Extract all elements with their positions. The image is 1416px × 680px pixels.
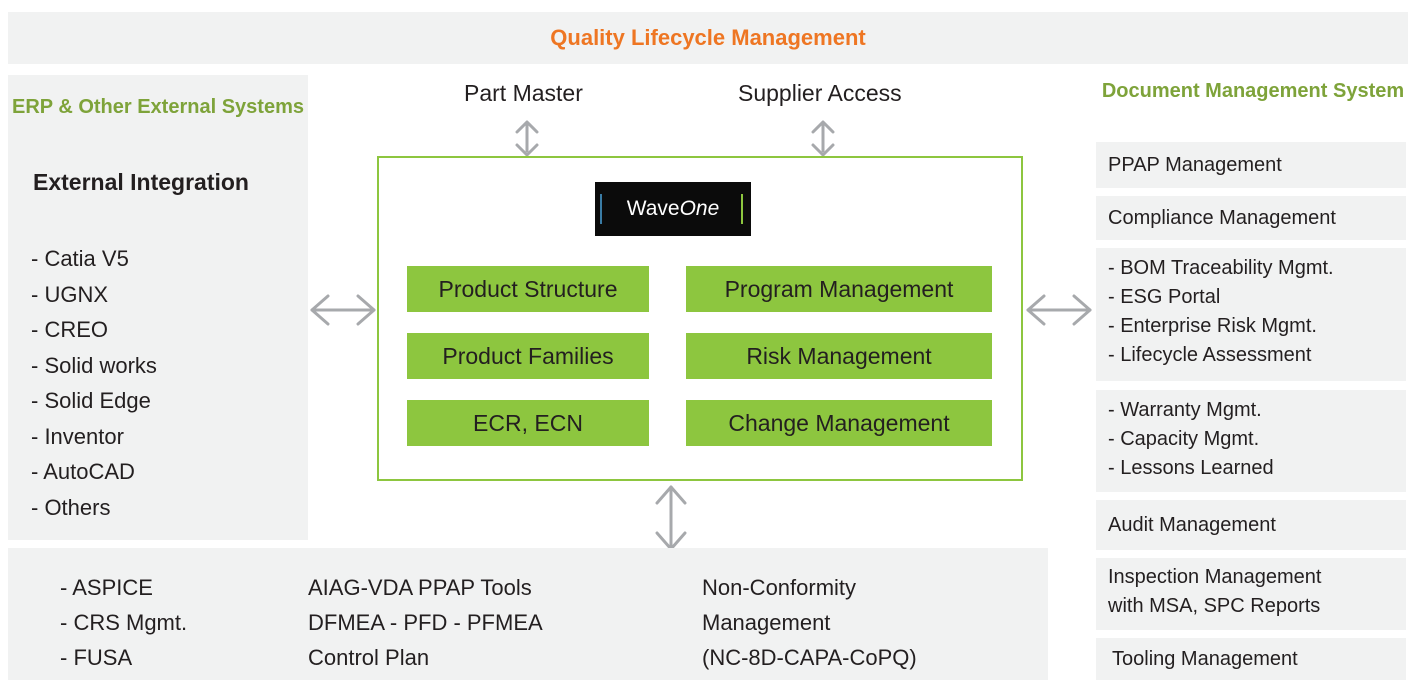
list-item: - Warranty Mgmt. [1108, 399, 1262, 421]
supplier-access-label: Supplier Access [738, 80, 902, 106]
list-item: - CREO [31, 317, 108, 342]
list-item: - Lessons Learned [1108, 457, 1274, 479]
non-conformity-list: Non-Conformity Management (NC-8D-CAPA-Co… [702, 570, 917, 675]
list-item: - Capacity Mgmt. [1108, 428, 1260, 450]
left-bidirectional-arrow-icon [310, 294, 376, 326]
logo-suffix: One [679, 197, 720, 220]
list-item: - Inventor [31, 423, 124, 449]
module-risk-management: Risk Management [686, 333, 992, 379]
tooling-management-label: Tooling Management [1112, 647, 1298, 670]
title-banner: Quality Lifecycle Management [8, 12, 1408, 64]
inspection-management-box: Inspection Management with MSA, SPC Repo… [1096, 558, 1406, 630]
standards-panel: - ASPICE - CRS Mgmt. - FUSA AIAG-VDA PPA… [8, 548, 1048, 680]
waveone-logo: WaveOne [595, 182, 751, 236]
warranty-group-box: - Warranty Mgmt. - Capacity Mgmt. - Less… [1096, 390, 1406, 492]
list-item: - Catia V5 [31, 246, 129, 271]
compliance-management-label: Compliance Management [1108, 206, 1336, 229]
part-master-arrow-icon [515, 120, 539, 157]
logo-left-bar [600, 194, 602, 224]
cad-systems-list: - Catia V5 - UGNX - CREO - Solid works -… [31, 241, 157, 525]
ppap-management-label: PPAP Management [1108, 153, 1282, 176]
module-product-structure: Product Structure [407, 266, 649, 312]
list-item: Management [702, 610, 831, 635]
ppap-management-box: PPAP Management [1096, 142, 1406, 188]
part-master-label: Part Master [464, 80, 583, 106]
audit-management-label: Audit Management [1108, 513, 1276, 536]
right-bidirectional-arrow-icon [1026, 294, 1092, 326]
list-item: - AutoCAD [31, 459, 135, 484]
ppap-tools-list: AIAG-VDA PPAP Tools DFMEA - PFD - PFMEA … [308, 570, 543, 675]
list-item: - UGNX [31, 281, 108, 307]
supplier-access-arrow-icon [811, 120, 835, 157]
tooling-management-box: Tooling Management [1096, 638, 1406, 680]
list-item: Inspection Management [1108, 566, 1322, 588]
module-ecr-ecn: ECR, ECN [407, 400, 649, 446]
list-item: - ASPICE [60, 575, 153, 600]
traceability-list: - BOM Traceability Mgmt. - ESG Portal - … [1108, 254, 1406, 370]
list-item: - ESG Portal [1108, 286, 1221, 308]
traceability-group-box: - BOM Traceability Mgmt. - ESG Portal - … [1096, 248, 1406, 381]
list-item: with MSA, SPC Reports [1108, 595, 1321, 617]
list-item: Control Plan [308, 645, 430, 670]
document-management-heading: Document Management System [1101, 80, 1405, 102]
logo-prefix: Wave [626, 197, 680, 220]
external-systems-heading: ERP & Other External Systems [12, 96, 304, 118]
list-item: DFMEA - PFD - PFMEA [308, 610, 543, 635]
list-item: - Enterprise Risk Mgmt. [1108, 315, 1317, 337]
bottom-bidirectional-arrow-icon [655, 485, 687, 551]
page-title: Quality Lifecycle Management [550, 25, 866, 50]
external-integration-subheading: External Integration [33, 169, 249, 195]
inspection-list: Inspection Management with MSA, SPC Repo… [1108, 563, 1406, 621]
list-item: AIAG-VDA PPAP Tools [308, 575, 532, 600]
module-program-management: Program Management [686, 266, 992, 312]
audit-management-box: Audit Management [1096, 500, 1406, 550]
list-item: - Lifecycle Assessment [1108, 344, 1312, 366]
list-item: Non-Conformity [702, 575, 857, 600]
module-product-families: Product Families [407, 333, 649, 379]
logo-text: WaveOne [627, 197, 720, 221]
list-item: - Solid works [31, 352, 157, 378]
list-item: - FUSA [60, 645, 133, 670]
list-item: - Solid Edge [31, 388, 151, 413]
list-item: - CRS Mgmt. [60, 610, 188, 635]
warranty-list: - Warranty Mgmt. - Capacity Mgmt. - Less… [1108, 396, 1406, 483]
module-change-management: Change Management [686, 400, 992, 446]
list-item: - Others [31, 494, 111, 520]
external-systems-panel: ERP & Other External Systems External In… [8, 75, 308, 540]
list-item: (NC-8D-CAPA-CoPQ) [702, 645, 917, 670]
logo-right-bar [741, 194, 743, 224]
compliance-management-box: Compliance Management [1096, 196, 1406, 240]
standards-list: - ASPICE - CRS Mgmt. - FUSA [60, 570, 187, 675]
waveone-core-box: WaveOne Product Structure Program Manage… [377, 156, 1023, 481]
list-item: - BOM Traceability Mgmt. [1108, 257, 1334, 279]
